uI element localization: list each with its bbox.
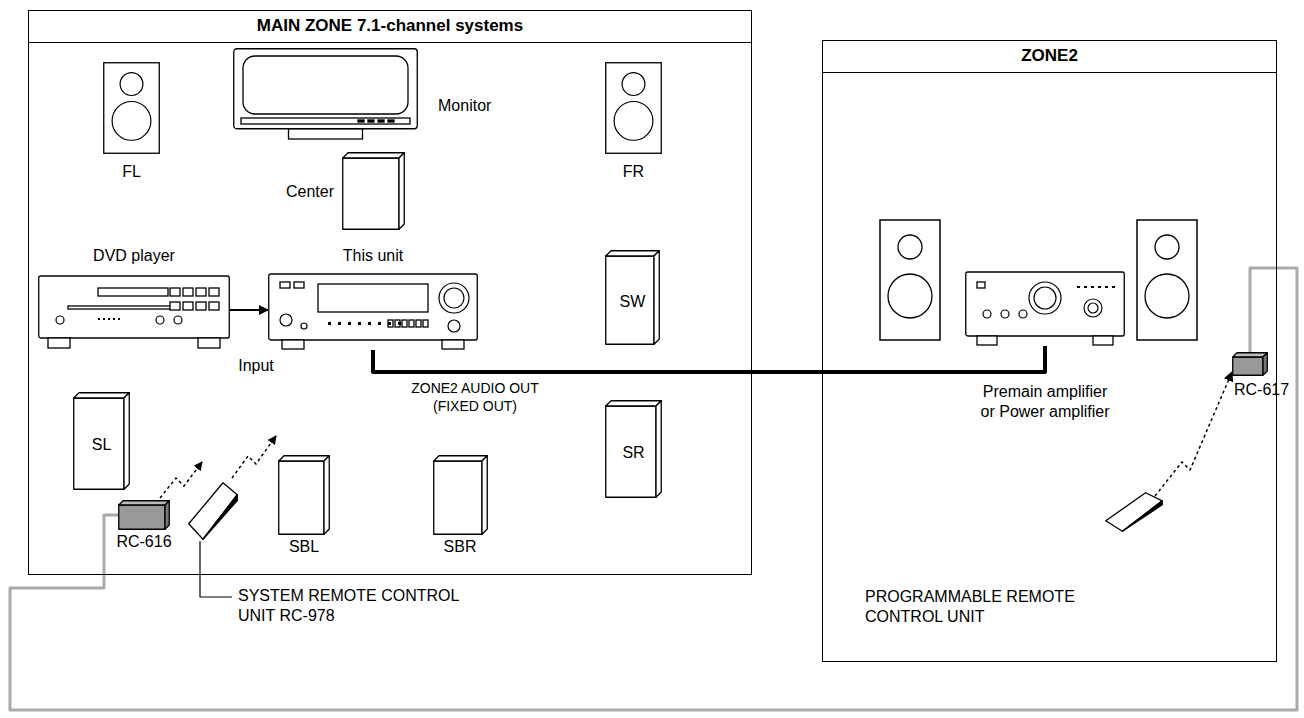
speaker: SL bbox=[73, 392, 130, 490]
component-label: RC-616 bbox=[104, 532, 184, 552]
component-label: SBL bbox=[264, 537, 344, 557]
component-label: SBR bbox=[420, 537, 500, 557]
remote-control: PROGRAMMABLE REMOTE CONTROL UNIT bbox=[1105, 492, 1163, 532]
component-label: Monitor bbox=[438, 96, 528, 116]
component-label: SW bbox=[605, 292, 660, 312]
cab-icon bbox=[278, 455, 330, 535]
connector-label: ZONE2 AUDIO OUT (FIXED OUT) bbox=[395, 380, 555, 415]
port-label: Input bbox=[226, 356, 286, 376]
audio-cable bbox=[373, 346, 1045, 372]
component-label: SYSTEM REMOTE CONTROL UNIT RC-978 bbox=[238, 586, 473, 626]
component-label: FR bbox=[595, 162, 672, 182]
av-receiver: This unit bbox=[268, 270, 478, 350]
zone-title: MAIN ZONE 7.1-channel systems bbox=[28, 10, 752, 43]
speaker-icon bbox=[103, 62, 160, 154]
ir-receiver: RC-617 bbox=[1232, 352, 1268, 376]
speaker bbox=[1137, 220, 1197, 340]
component-label: Center bbox=[260, 182, 334, 202]
receiver-icon bbox=[268, 270, 478, 350]
zone-frame: MAIN ZONE 7.1-channel systemsMonitorFLFR… bbox=[28, 10, 752, 575]
dvd-icon bbox=[38, 270, 230, 350]
subwoofer: SW bbox=[605, 250, 660, 345]
monitor: Monitor bbox=[233, 48, 418, 140]
speaker bbox=[880, 220, 940, 340]
grey-icon bbox=[1232, 352, 1268, 376]
zone-frame: ZONE2Premain amplifier or Power amplifie… bbox=[822, 40, 1277, 662]
speaker: FR bbox=[605, 62, 662, 154]
speaker: FL bbox=[103, 62, 160, 154]
component-label: RC-617 bbox=[1234, 380, 1296, 400]
monitor-icon bbox=[233, 48, 418, 140]
cab-icon bbox=[433, 455, 488, 535]
ir-signal bbox=[1155, 372, 1232, 496]
component-label: SL bbox=[73, 435, 130, 455]
component-label: This unit bbox=[268, 246, 478, 266]
amp-icon bbox=[965, 268, 1125, 346]
component-label: Premain amplifier or Power amplifier bbox=[976, 382, 1114, 422]
component-label: PROGRAMMABLE REMOTE CONTROL UNIT bbox=[865, 587, 1110, 627]
component-label: FL bbox=[93, 162, 170, 182]
signal-arrow bbox=[230, 309, 268, 311]
speaker: SR bbox=[605, 400, 662, 498]
speaker-icon bbox=[605, 62, 662, 154]
component-label: DVD player bbox=[38, 246, 230, 266]
speaker: Center bbox=[342, 152, 405, 230]
ir-signal bbox=[160, 462, 202, 498]
speaker: SBR bbox=[433, 455, 488, 535]
cab-icon bbox=[342, 152, 405, 230]
leader-line bbox=[200, 541, 232, 597]
zone-title: ZONE2 bbox=[822, 40, 1277, 73]
ir-receiver: RC-616 bbox=[118, 500, 170, 530]
ir-signal bbox=[232, 436, 276, 478]
amplifier: Premain amplifier or Power amplifier bbox=[965, 268, 1125, 346]
dvd-player: DVD player bbox=[38, 270, 230, 350]
grey-icon bbox=[118, 500, 170, 530]
remote-icon bbox=[1105, 492, 1163, 532]
speaker: SBL bbox=[278, 455, 330, 535]
component-label: SR bbox=[605, 443, 662, 463]
remote-control: SYSTEM REMOTE CONTROL UNIT RC-978 bbox=[188, 482, 238, 540]
remote-icon bbox=[188, 482, 238, 540]
